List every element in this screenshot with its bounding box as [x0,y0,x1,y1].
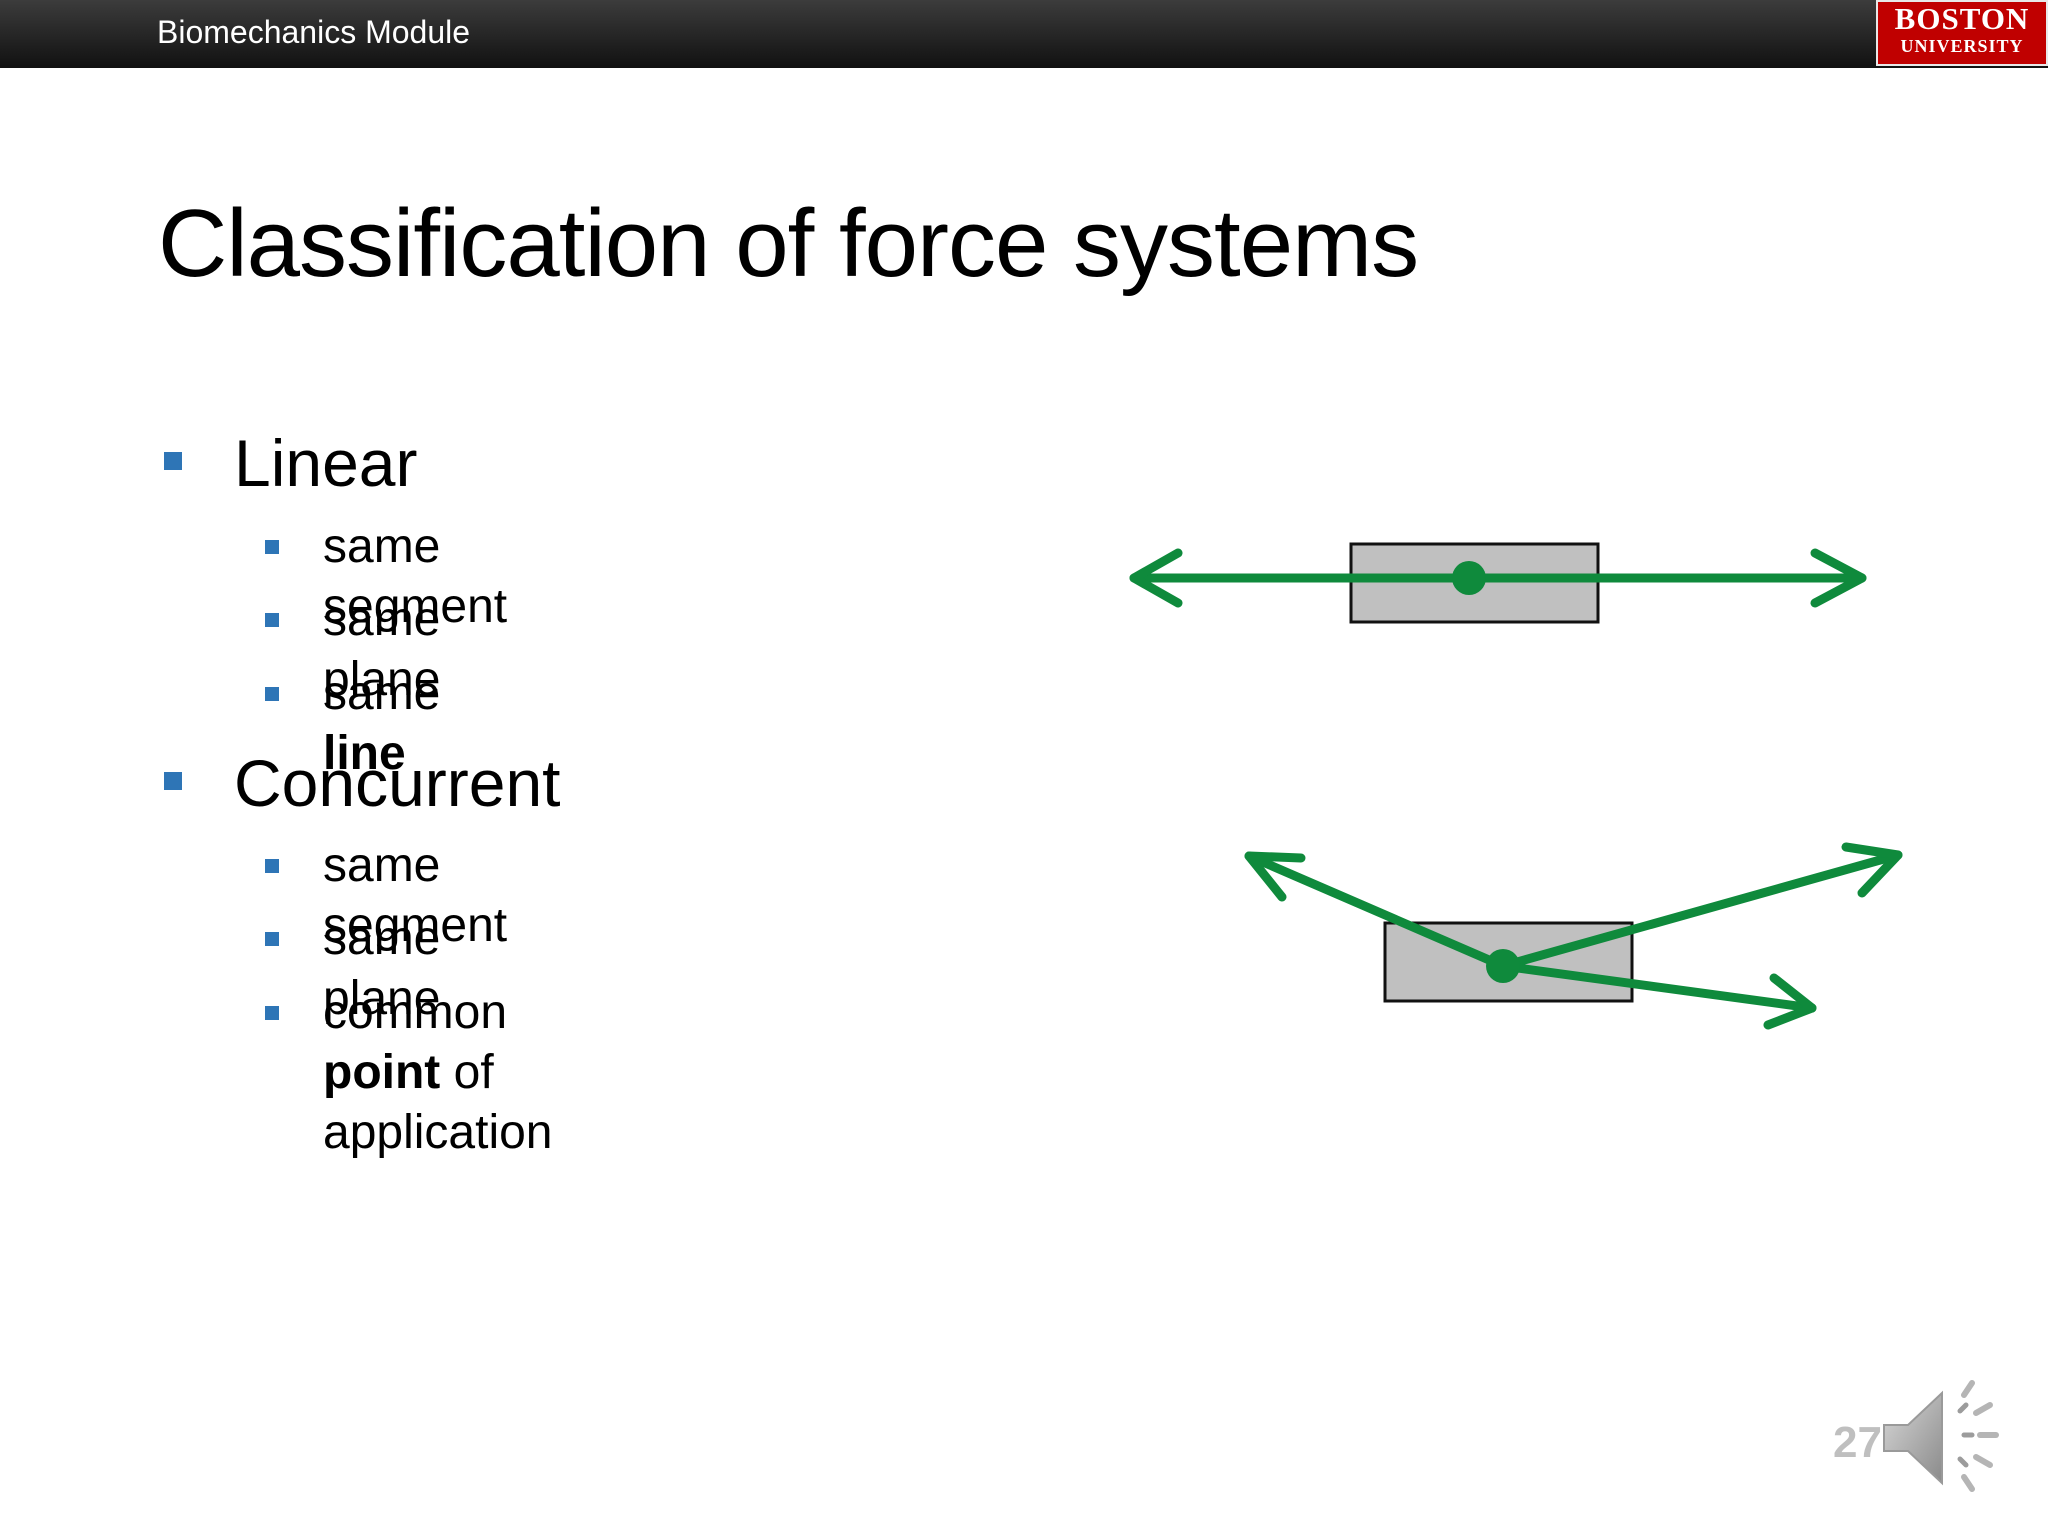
list-item: same line [323,667,441,780]
point-of-application [1486,949,1520,983]
logo-line2: UNIVERSITY [1900,36,2024,56]
boston-university-logo: BOSTON UNIVERSITY [1876,0,2048,66]
force-line [1498,850,1903,971]
force-line [1244,851,1508,971]
left-arrowhead [1129,548,1183,608]
sub-bullet-square [265,540,279,554]
list-item: same segment [323,520,508,633]
sub-bullet-square [265,613,279,627]
concurrent-force-system [1244,842,1903,1030]
list-item: common point of application [323,986,553,1159]
point-of-application [1452,561,1486,595]
speaker-icon[interactable] [1876,1365,2026,1505]
sub-bullet-square [265,859,279,873]
sub-bullet-square [265,1006,279,1020]
section-heading-linear: Linear [234,426,418,500]
page-number: 27 [1833,1418,1882,1467]
list-item: same segment [323,839,508,952]
sub-bullet-square [265,932,279,946]
arrowhead [1841,842,1903,898]
force-line [1498,961,1817,1013]
section-heading-concurrent: Concurrent [234,746,561,820]
list-item: same plane [323,912,441,1025]
slide-title: Classification of force systems [158,190,1419,297]
bullet-square [164,772,182,790]
list-item: same plane [323,593,441,706]
logo-line1: BOSTON [1894,1,2030,36]
arrowhead [1244,851,1306,902]
right-arrowhead [1810,548,1867,608]
bullet-square [164,452,182,470]
module-title: Biomechanics Module [157,14,471,50]
arrowhead [1763,973,1817,1030]
sub-bullet-square [265,687,279,701]
linear-force-system [1129,542,1867,624]
header-bar: Biomechanics Module BOSTON UNIVERSITY [0,0,2048,68]
